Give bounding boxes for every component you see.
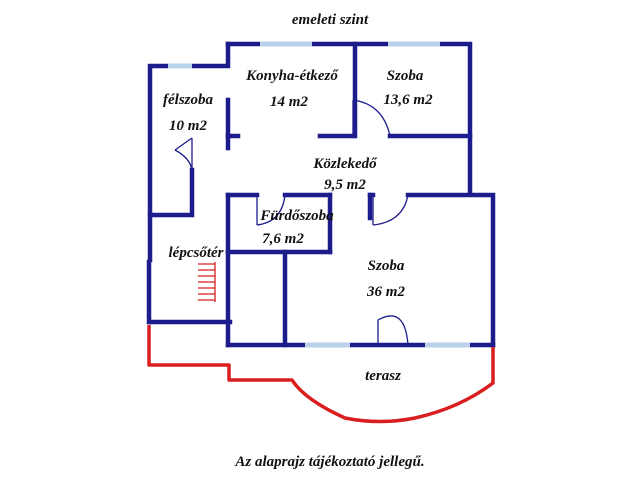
terrace-outline bbox=[147, 325, 495, 424]
room-name-terasz: terasz bbox=[365, 368, 401, 384]
plan-footer-note: Az alaprajz tájékoztató jellegű. bbox=[234, 454, 424, 470]
room-name-furdoszoba: Fürdőszoba bbox=[259, 208, 334, 224]
windows bbox=[168, 41, 470, 348]
room-area-furdoszoba: 7,6 m2 bbox=[262, 231, 304, 247]
plan-title: emeleti szint bbox=[292, 12, 369, 28]
stairs bbox=[198, 262, 216, 302]
room-area-felszoba: 10 m2 bbox=[169, 118, 207, 134]
room-area-szoba-small: 13,6 m2 bbox=[383, 92, 433, 108]
doors bbox=[174, 99, 409, 346]
room-name-felszoba: félszoba bbox=[163, 92, 213, 108]
room-area-szoba-large: 36 m2 bbox=[366, 284, 405, 300]
room-name-szoba-large: Szoba bbox=[368, 258, 405, 274]
room-name-szoba-small: Szoba bbox=[387, 68, 424, 84]
room-area-konyha: 14 m2 bbox=[270, 94, 308, 110]
room-name-kozlekedo: Közlekedő bbox=[312, 156, 378, 172]
room-area-kozlekedo: 9,5 m2 bbox=[324, 177, 366, 193]
walls bbox=[146, 41, 496, 348]
room-name-lepcsoter: lépcsőtér bbox=[169, 245, 224, 261]
room-name-konyha: Konyha-étkező bbox=[245, 68, 339, 84]
